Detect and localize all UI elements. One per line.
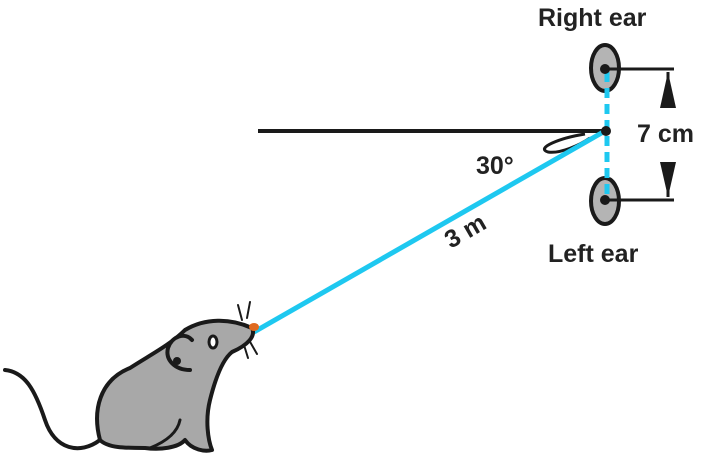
mouse-ear <box>165 333 194 372</box>
mouse-ear-dot <box>173 357 181 365</box>
right-ear-label: Right ear <box>538 4 647 32</box>
ear-distance-label: 7 cm <box>637 120 694 148</box>
mouse-nose <box>249 323 259 331</box>
angle-label: 30° <box>476 152 514 180</box>
mouse-illustration <box>3 301 258 453</box>
mouse-hind-leg <box>148 418 182 450</box>
mouse-whiskers <box>237 301 258 359</box>
arrow-up-icon <box>660 72 676 108</box>
center-point <box>601 126 611 136</box>
mouse-body <box>95 318 255 453</box>
left-ear-label: Left ear <box>548 240 639 268</box>
mouse-tail <box>3 368 102 451</box>
sound-path-line <box>252 128 607 335</box>
arrow-down-icon <box>660 162 676 197</box>
mouse-eye <box>207 334 219 350</box>
